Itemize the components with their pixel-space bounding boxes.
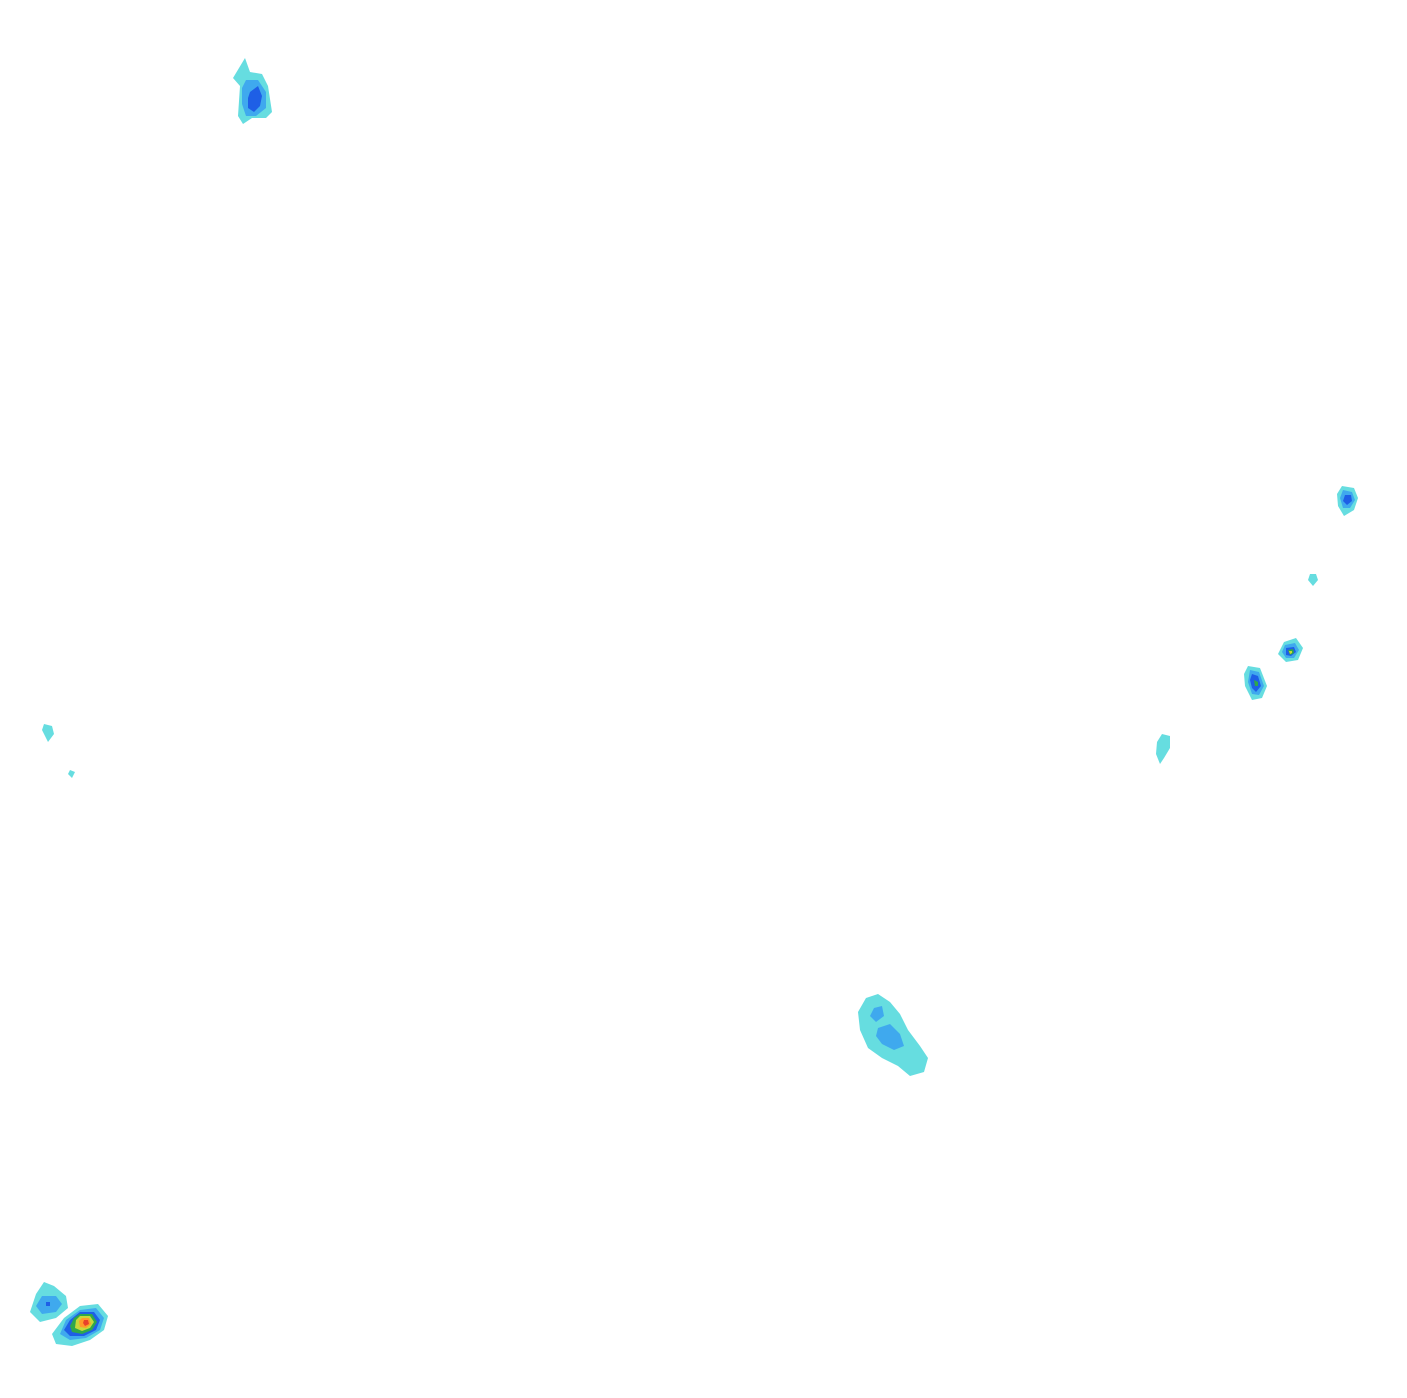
contour-cell xyxy=(1244,666,1267,700)
contour-cell xyxy=(233,58,272,124)
contour-cell xyxy=(1278,638,1303,662)
contour-level-3 xyxy=(1343,495,1352,505)
contour-cell xyxy=(858,994,928,1076)
contour-cell xyxy=(52,1304,108,1346)
contour-level-5 xyxy=(1289,651,1292,654)
contour-cell xyxy=(30,1282,68,1322)
contour-level-3 xyxy=(248,86,262,112)
contour-cell xyxy=(68,770,75,778)
contour-level-1 xyxy=(1156,734,1170,764)
contour-level-4 xyxy=(1254,680,1258,686)
contour-level-1 xyxy=(1308,574,1318,586)
contour-cell xyxy=(1308,574,1318,586)
contour-cell xyxy=(1156,734,1170,764)
contour-level-2 xyxy=(870,1006,884,1022)
contour-level-1 xyxy=(68,770,75,778)
contour-level-1 xyxy=(42,724,54,742)
contour-cell xyxy=(42,724,54,742)
contour-level-3 xyxy=(46,1302,50,1306)
contour-level-2 xyxy=(876,1024,904,1050)
contour-level-7 xyxy=(83,1320,89,1326)
contour-cell xyxy=(1337,486,1358,516)
